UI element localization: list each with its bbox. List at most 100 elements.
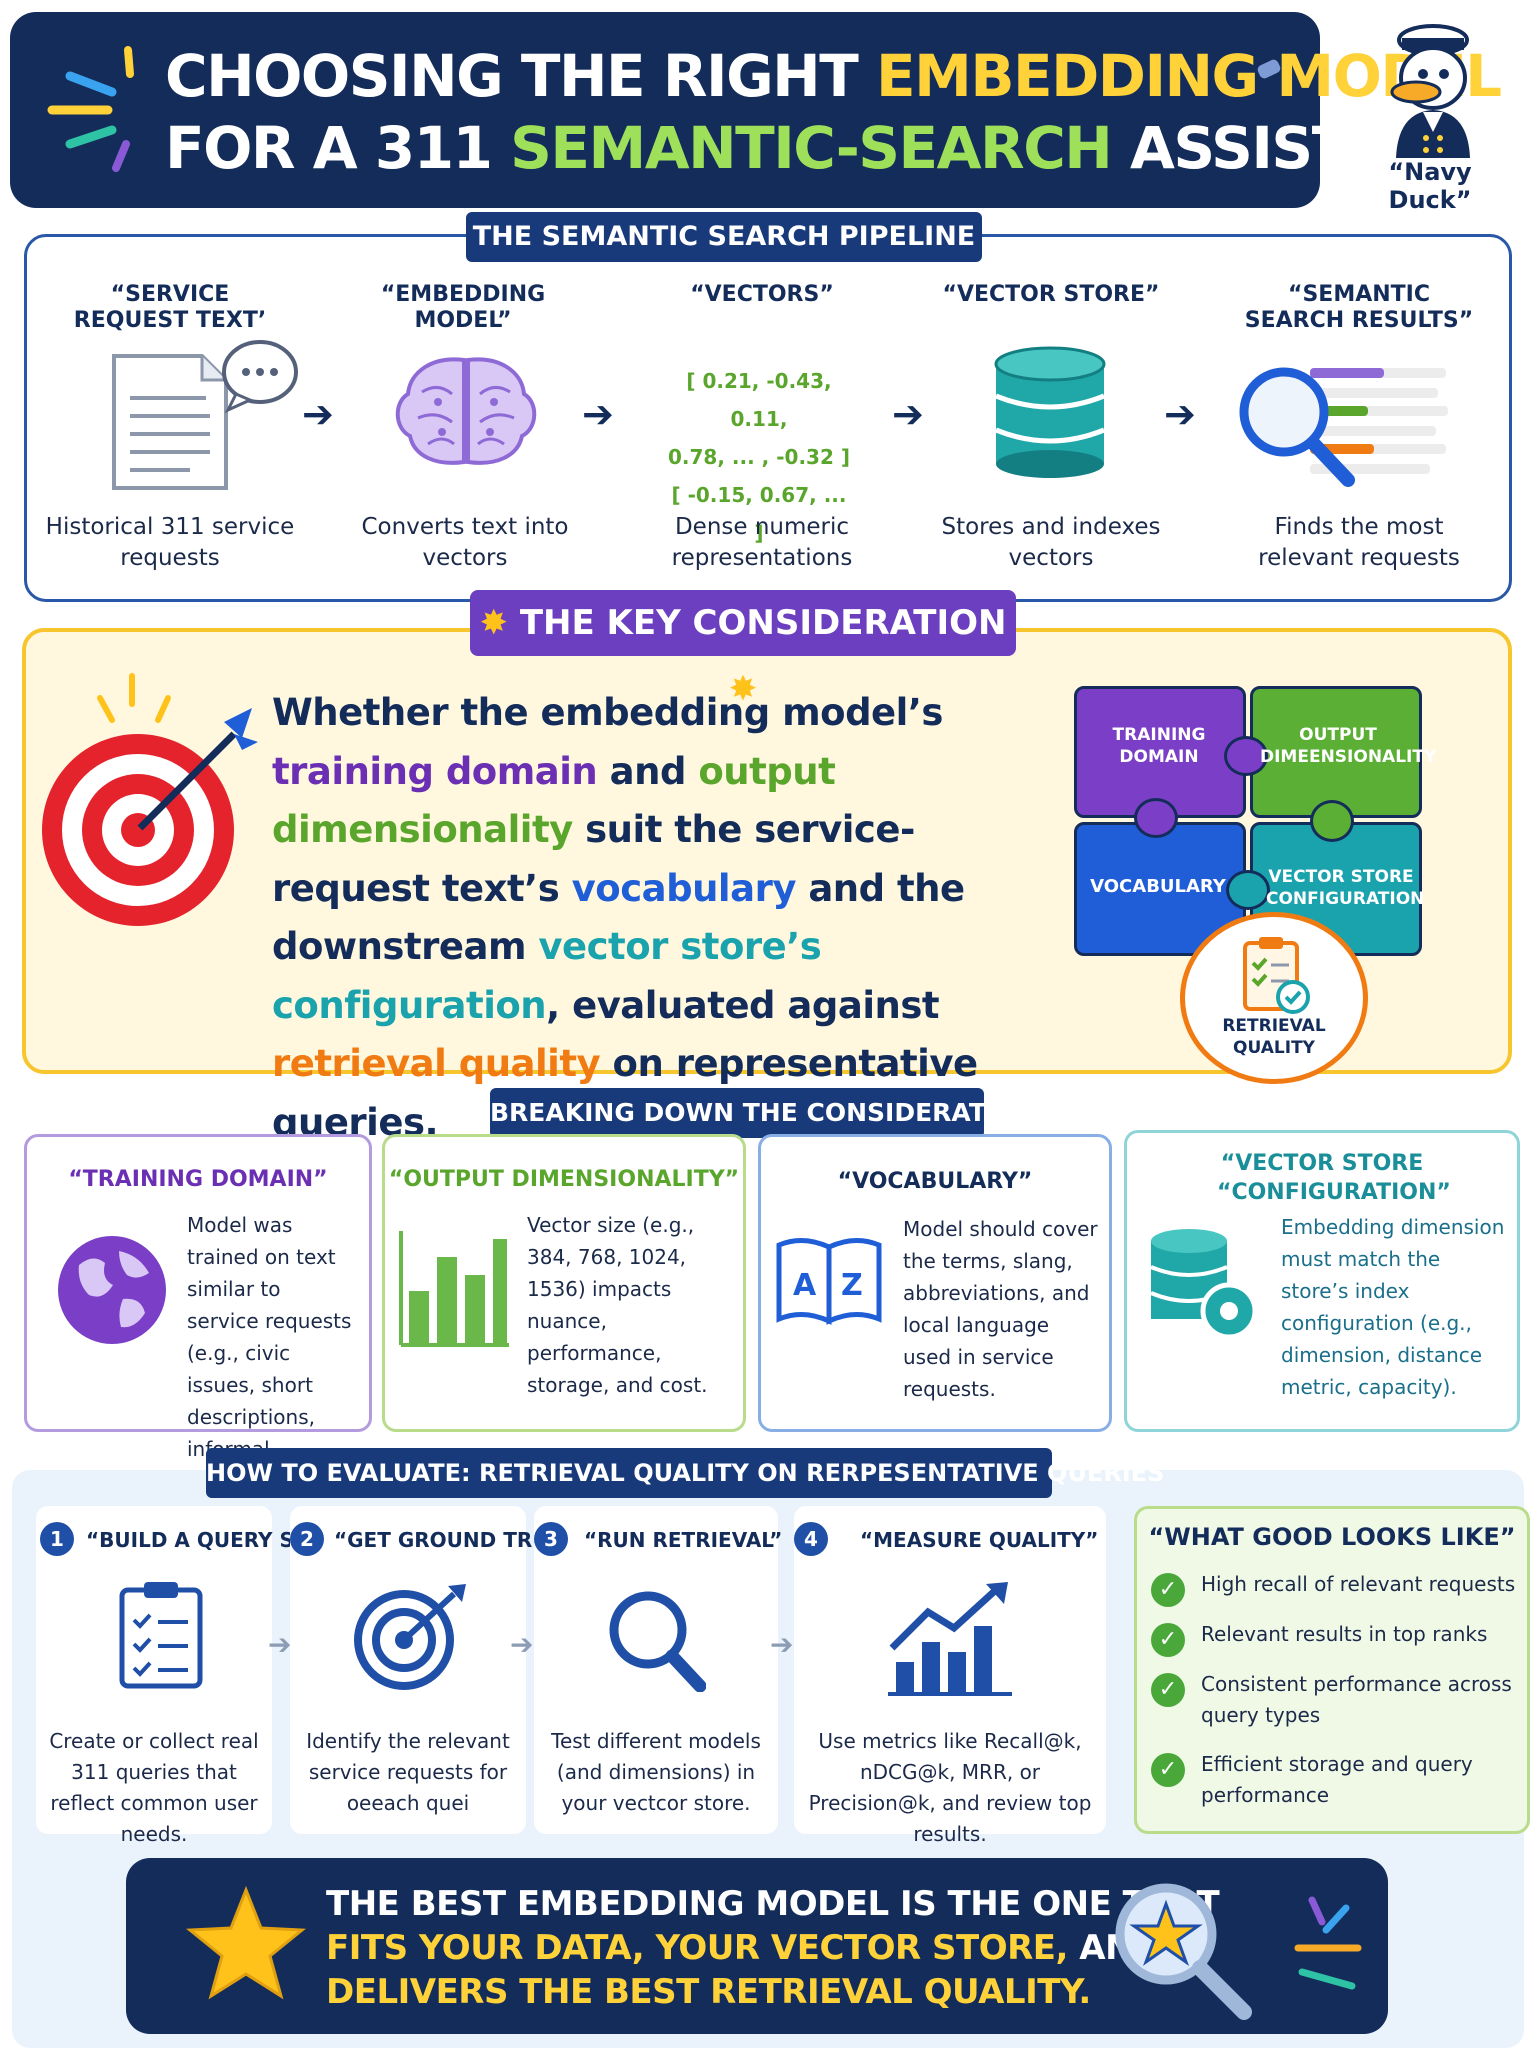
what-good-looks-like-panel: “WHAT GOOD LOOKS LIKE” ✓ High recall of … (1134, 1506, 1530, 1834)
svg-text:A: A (793, 1268, 817, 1303)
check-circle-icon: ✓ (1151, 1673, 1185, 1707)
puzzle-label-training-domain: TRAINING DOMAIN (1112, 725, 1206, 767)
pipeline-step-desc: Finds the most relevant requests (1258, 514, 1460, 571)
bar-chart-icon (399, 1231, 509, 1347)
title-line-1: CHOOSING THE RIGHT EMBEDDING MODEL (165, 42, 1502, 110)
step-text: Identify the relevant service requests f… (306, 1729, 510, 1815)
breakdown-card-output-dimensionality: “OUTPUT DIMENSIONALITY” Vector size (e.g… (382, 1134, 746, 1432)
pipeline-step-desc: Stores and indexes vectors (941, 514, 1161, 571)
pipeline-step-desc: Dense numeric representations (671, 514, 853, 571)
burst-lines-icon (47, 46, 134, 172)
key-text-part: on representative queries. (272, 1042, 978, 1144)
vector-line: 0.78, ... , -0.32 ] (668, 445, 850, 469)
puzzle-knob (1134, 798, 1178, 838)
good-item-text: Consistent performance across query type… (1201, 1672, 1512, 1727)
footer-line-1: THE BEST EMBEDDING MODEL IS THE ONE THAT (326, 1884, 1220, 1924)
step-text: Create or collect real 311 queries that … (49, 1729, 259, 1846)
target-dart-icon (42, 673, 258, 926)
brain-icon (395, 357, 537, 465)
target-icon (354, 1584, 466, 1690)
key-text-part: Whether the embedding model’s (272, 691, 943, 734)
key-text-part: suit the service-request text’s (272, 808, 915, 910)
check-circle-icon: ✓ (1151, 1753, 1185, 1787)
magnifier-star-icon (1115, 1883, 1252, 2020)
pipeline-banner: THE SEMANTIC SEARCH PIPELINE (466, 212, 982, 262)
breakdown-card-vocabulary: “VOCABULARY” A Z Model should cover the … (758, 1134, 1112, 1432)
star-burst-icon: ✸ (479, 603, 508, 643)
step-number: 1 (40, 1522, 74, 1556)
title-text: CHOOSING THE RIGHT (165, 42, 876, 110)
arrow-right-icon: ➔ (582, 392, 614, 436)
pipeline-step-title-service-request: “SERVICE REQUEST TEXT’ (73, 282, 267, 333)
pipeline-step-desc: Historical 311 service requests (45, 514, 295, 571)
card-title: “OUTPUT DIMENSIONALITY” (388, 1167, 740, 1192)
breakdown-card-vector-store: “VECTOR STORE “CONFIGURATION” Embedding … (1124, 1130, 1520, 1432)
eval-step-build-query-set: 1 “BUILD A QUERY SET” Create or collect … (36, 1506, 334, 1846)
globe-icon (58, 1236, 166, 1344)
clipboard-checklist-icon (119, 1582, 203, 1689)
key-text-part: , evaluated against (546, 983, 940, 1027)
title-line-2: FOR A 311 SEMANTIC-SEARCH ASSISTANT (165, 114, 1475, 182)
puzzle-knob (1310, 800, 1354, 842)
eval-step-run-retrieval: 3 “RUN RETRIEVAL” Test different models … (534, 1506, 782, 1834)
breakdown-banner: BREAKING DOWN THE CONSIDERATION (490, 1088, 1037, 1138)
vector-line: [ -0.15, 0.67, ... ] (671, 483, 847, 545)
key-text-retrieval-quality: retrieval quality (272, 1042, 601, 1085)
key-text-part: and the downstream (272, 866, 965, 969)
eval-step-ground-truth: 2 “GET GROUND TRUTH” Identify the releva… (290, 1506, 592, 1834)
footer-banner: THE BEST EMBEDDING MODEL IS THE ONE THAT… (126, 1858, 1388, 2034)
arrow-right-icon: ➔ (268, 1628, 292, 1661)
database-icon (994, 346, 1106, 478)
good-item-text: High recall of relevant requests (1201, 1572, 1516, 1596)
magnifier-icon (609, 1591, 706, 1692)
key-banner-text: THE KEY CONSIDERATION (519, 603, 1007, 643)
key-text-part: and (597, 749, 699, 793)
puzzle-graphic: TRAINING DOMAIN OUTPUT DIMEENSIONALITY V… (1074, 686, 1436, 956)
good-item-text: Relevant results in top ranks (1201, 1622, 1488, 1646)
eval-step-measure-quality: 4 “MEASURE QUALITY” Use metrics like Rec… (794, 1506, 1106, 1846)
step-number: 4 (794, 1522, 828, 1556)
check-circle-icon: ✓ (1151, 1573, 1185, 1607)
card-title: “TRAINING DOMAIN” (68, 1167, 328, 1192)
pipeline-step-title-results: “SEMANTIC SEARCH RESULTS” (1244, 282, 1474, 333)
card-text: Vector size (e.g., 384, 768, 1024, 1536)… (527, 1213, 708, 1397)
footer-line-3: DELIVERS THE BEST RETRIEVAL QUALITY. (326, 1972, 1091, 2012)
star-icon (186, 1886, 306, 2000)
footer-line-2: FITS YOUR DATA, YOUR VECTOR STORE, AND (326, 1928, 1161, 1968)
growth-chart-icon (888, 1582, 1012, 1696)
step-text: Use metrics like Recall@k, nDCG@k, MRR, … (808, 1729, 1092, 1846)
step-number: 3 (534, 1522, 568, 1556)
step-title: “RUN RETRIEVAL” (584, 1528, 783, 1552)
good-title: “WHAT GOOD LOOKS LIKE” (1148, 1523, 1516, 1551)
retrieval-quality-badge: RETRIEVAL QUALITY (1180, 912, 1368, 1084)
svg-text:Z: Z (841, 1268, 863, 1303)
key-consideration-text: Whether the embedding model’s training d… (272, 684, 1062, 1152)
good-item-text: Efficient storage and query performance (1201, 1752, 1473, 1807)
key-consideration-banner: ✸ THE KEY CONSIDERATION ✸ (470, 590, 1016, 709)
evaluate-banner: HOW TO EVALUATE: RETRIEVAL QUALITY ON RE… (206, 1448, 1164, 1498)
title-text: FOR A 311 (165, 114, 511, 182)
header-banner: CHOOSING THE RIGHT EMBEDDING MODEL FOR A… (10, 12, 1502, 208)
arrow-right-icon: ➔ (892, 392, 924, 436)
step-text: Test different models (and dimensions) i… (551, 1729, 761, 1815)
check-circle-icon: ✓ (1151, 1623, 1185, 1657)
mascot-label: “Navy Duck” (1388, 158, 1472, 214)
database-gear-icon (1150, 1229, 1258, 1340)
arrow-right-icon: ➔ (510, 1628, 534, 1661)
star-burst-icon: ✸ (728, 669, 758, 709)
search-results-icon (1239, 367, 1448, 487)
puzzle-knob (1226, 870, 1270, 910)
document-chat-icon (112, 340, 298, 490)
puzzle-label-vocabulary: VOCABULARY (1090, 876, 1226, 897)
clipboard-check-icon (1243, 937, 1310, 1014)
breakdown-card-training-domain: “TRAINING DOMAIN” Model was trained on t… (24, 1134, 372, 1493)
navy-duck-mascot-icon (1390, 24, 1470, 158)
retrieval-quality-label: RETRIEVAL QUALITY (1222, 1016, 1326, 1058)
key-text-vector-store: vector store’s configuration (272, 925, 822, 1027)
card-text: Model should cover the terms, slang, abb… (903, 1217, 1098, 1401)
card-title: “VOCABULARY” (837, 1169, 1033, 1194)
title-highlight-semantic: SEMANTIC-SEARCH (510, 114, 1113, 182)
step-number: 2 (290, 1522, 324, 1556)
key-text-output-dimensionality: output dimensionality (272, 749, 836, 852)
burst-lines-icon (1294, 1896, 1362, 1990)
